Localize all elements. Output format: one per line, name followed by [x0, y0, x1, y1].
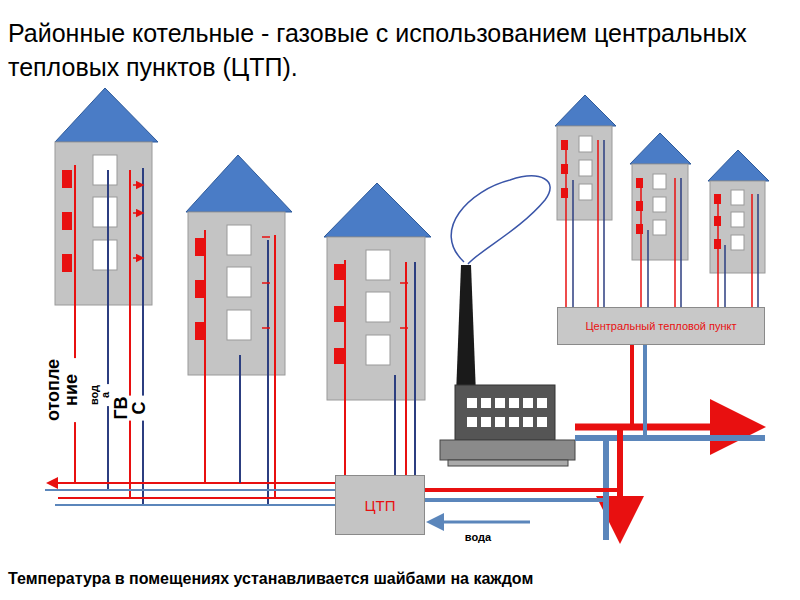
- heat-point-box: Центральный тепловой пункт: [557, 307, 765, 345]
- heating-label: отопле ние: [44, 358, 80, 422]
- water-label: вода: [464, 532, 492, 543]
- hot-water-label: ГВ С: [112, 395, 148, 420]
- water-label: вод а: [89, 384, 111, 406]
- main-pipes: [45, 345, 765, 540]
- riser-pipes: [75, 165, 415, 505]
- hot-water-tick: [133, 185, 408, 328]
- node-text: ЦТП: [364, 497, 395, 514]
- boiler-house: [440, 176, 575, 466]
- diagram-caption: Температура в помещениях устанавливается…: [8, 570, 533, 588]
- house: [630, 133, 691, 260]
- ctp-box: ЦТП: [335, 475, 425, 535]
- diagram-title: Районные котельные - газовые с использов…: [8, 16, 768, 84]
- riser-pipes: [566, 140, 758, 307]
- node-text: Центральный тепловой пункт: [585, 320, 736, 332]
- house: [555, 95, 616, 220]
- house: [186, 155, 292, 375]
- house: [708, 150, 769, 273]
